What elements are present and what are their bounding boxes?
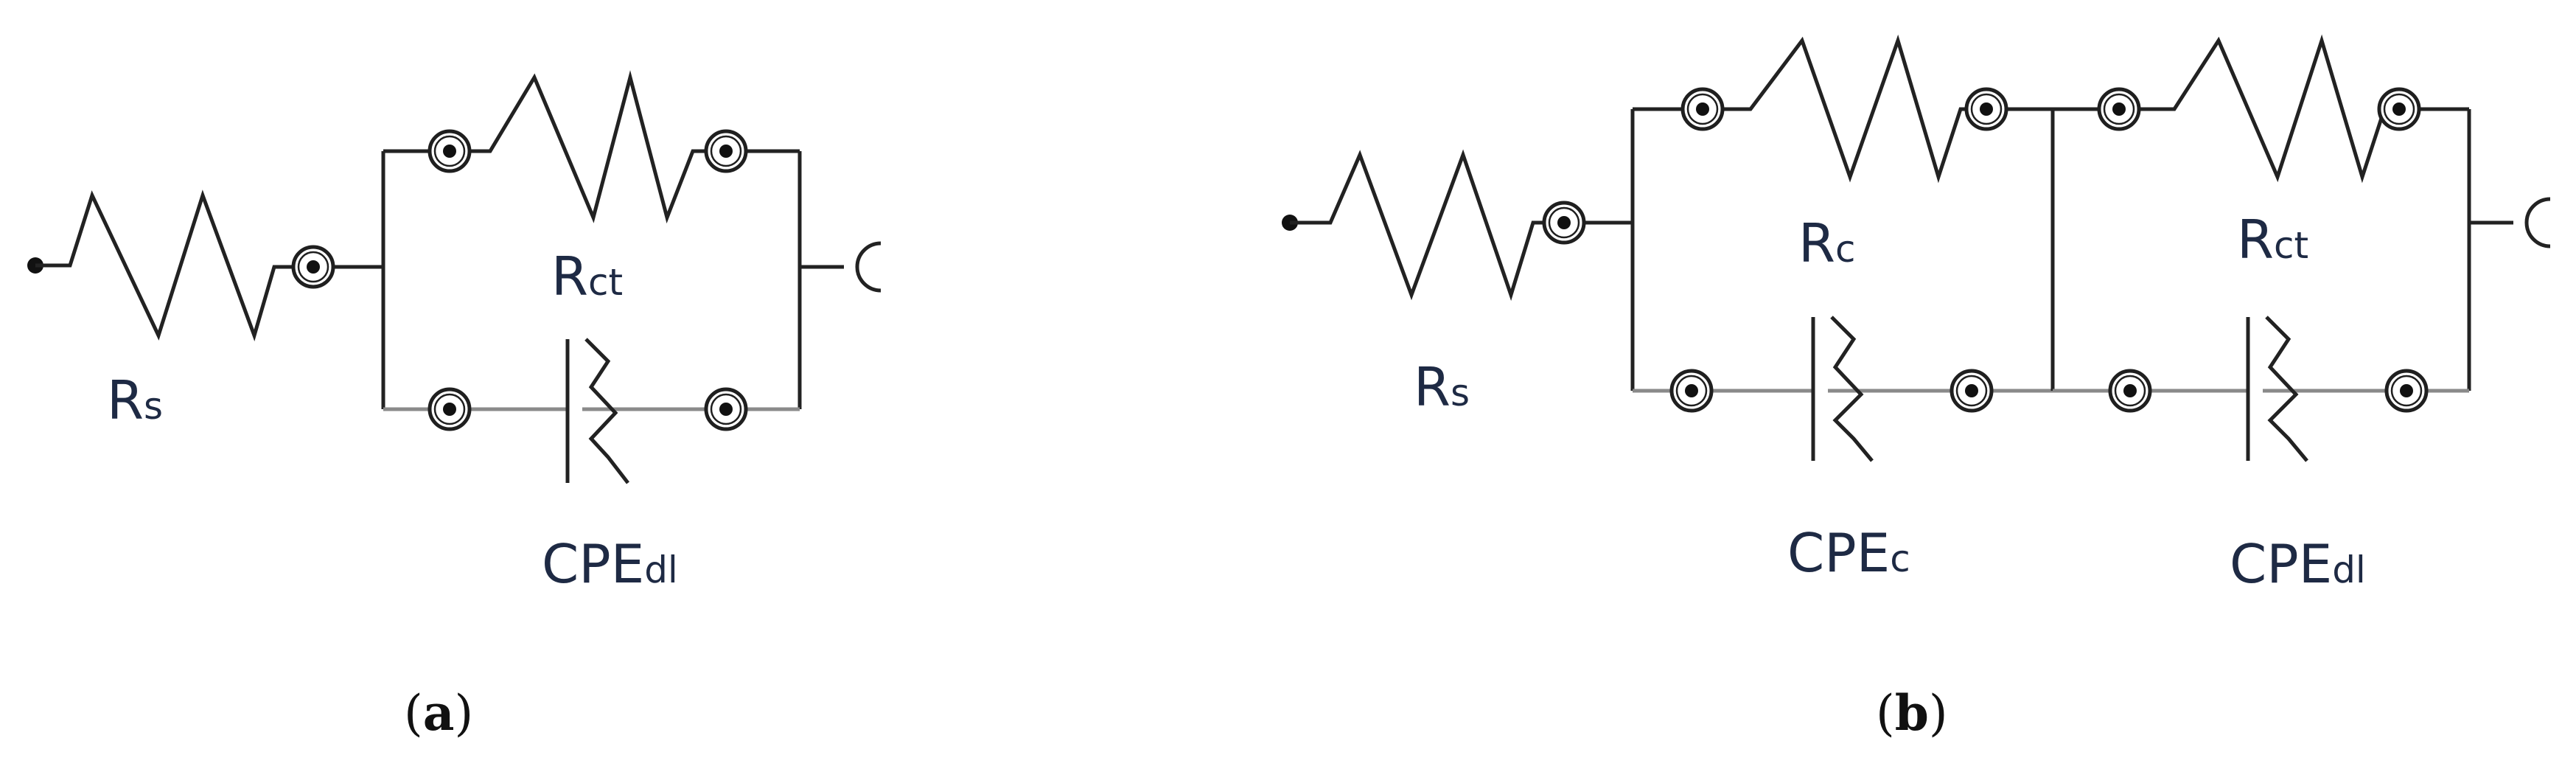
panel-a-cpe-dl-label: CPEdl [542, 533, 678, 595]
panel-a-caption: (a) [404, 684, 473, 742]
panel-b-rs-resistor [1290, 149, 1549, 302]
panel-a-terminal [291, 245, 335, 289]
panel-a-cpe-zigzag [584, 338, 629, 484]
panel-b-cpe-c-label: CPEc [1787, 522, 1910, 584]
panel-b-terminal [1542, 201, 1586, 245]
panel-b-cpe-dl-zigzag [2265, 316, 2308, 462]
panel-b-cpe-dl-label: CPEdl [2230, 533, 2366, 595]
panel-b-caption: (b) [1876, 684, 1948, 742]
panel-b-rct-resistor [2134, 34, 2387, 184]
panel-b-terminal [1964, 87, 2008, 131]
panel-a-terminal [427, 129, 472, 173]
panel-b-rc-label: Rc [1798, 212, 1856, 274]
panel-b-output-terminal-arc [2524, 197, 2551, 248]
panel-b-terminal [2097, 87, 2141, 131]
panel-b-rct-label: Rct [2237, 209, 2308, 271]
panel-b-terminal [1950, 369, 1994, 413]
panel-a-rct-resistor [464, 70, 711, 224]
panel-b-terminal [2384, 369, 2429, 413]
panel-a-terminal [427, 387, 472, 431]
panel-b-rc-resistor [1717, 34, 1972, 184]
panel-a-rs-label: Rs [107, 369, 163, 431]
panel-b-terminal [2377, 87, 2421, 131]
panel-b-circuit: Rs Rc Rct CPEc CPEdl (b) [1282, 34, 2551, 742]
panel-a-terminal [704, 129, 748, 173]
panel-b-rs-label: Rs [1414, 356, 1470, 418]
panel-b-terminal [1680, 87, 1725, 131]
panel-a-circuit: Rs Rct CPEdl (a) [27, 70, 882, 742]
panel-a-output-terminal-arc [855, 241, 882, 293]
panel-b-terminal [2108, 369, 2152, 413]
panel-b-cpe-c-zigzag [1830, 316, 1874, 462]
panel-b-terminal [1669, 369, 1714, 413]
panel-a-rct-label: Rct [551, 246, 623, 307]
panel-a-terminal [704, 387, 748, 431]
panel-a-rs-resistor [35, 189, 299, 341]
